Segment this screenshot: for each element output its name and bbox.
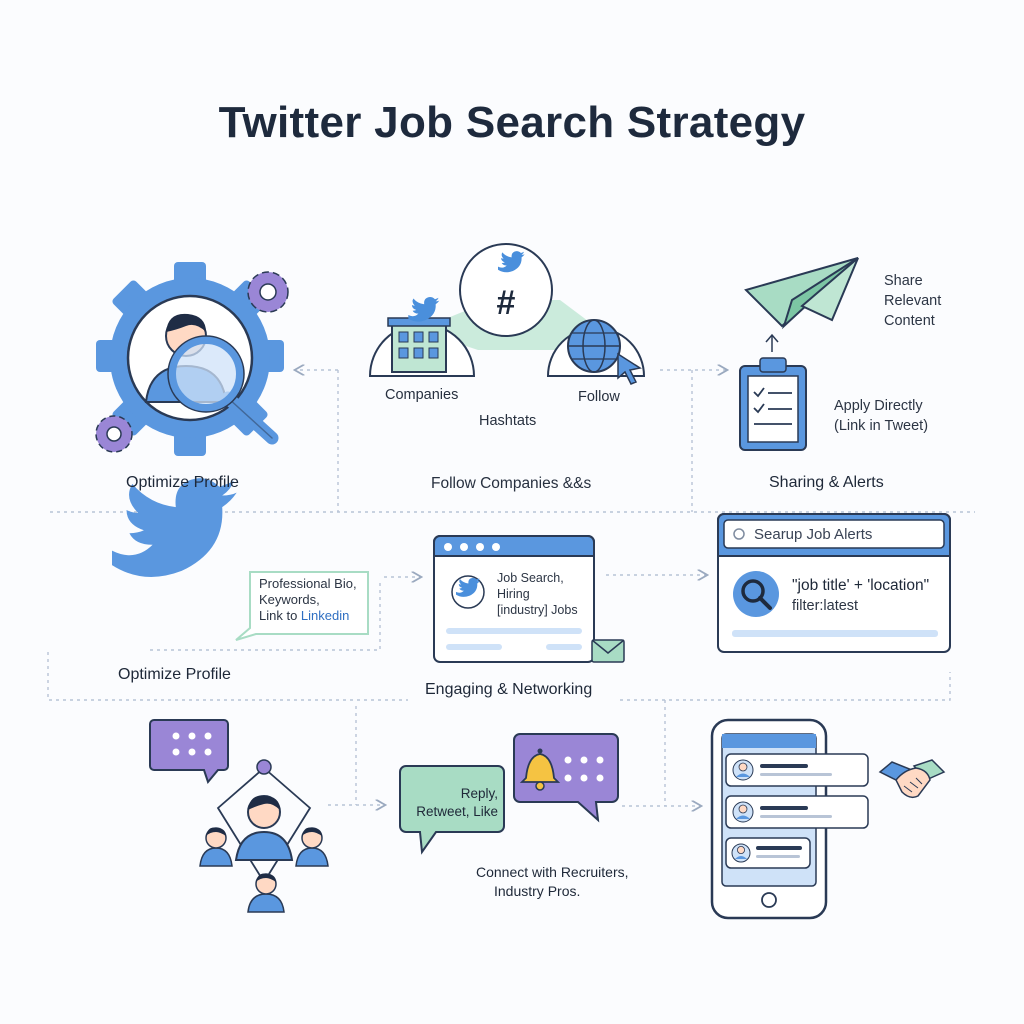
paper-plane-icon <box>744 257 859 330</box>
linkedin-link[interactable]: Linkedin <box>300 608 350 623</box>
search-line: Job Search, <box>497 571 564 585</box>
twitter-bird-icon <box>498 251 525 273</box>
companies-circle <box>368 297 476 377</box>
person-icon-right <box>295 827 329 867</box>
bell-icon <box>519 748 561 791</box>
search-line: [industry] Jobs <box>497 603 578 617</box>
follow-section-label: Follow Companies &&s <box>431 475 592 492</box>
share-label-line: Share <box>884 273 923 289</box>
search-window <box>433 535 595 663</box>
twitter-bird-icon <box>408 297 440 322</box>
small-gear-icon-2 <box>95 415 133 453</box>
reply-bubble-text: Reply, Retweet, Like <box>406 785 498 821</box>
person-icon-bottom <box>247 873 285 913</box>
apply-label-line: Apply Directly <box>834 398 923 414</box>
connect-line: Connect with Recruiters, <box>476 864 629 880</box>
follow-circle <box>546 319 646 385</box>
cursor-icon <box>617 352 642 385</box>
apply-label-line: (Link in Tweet) <box>834 418 929 434</box>
person-icon-left <box>199 827 233 867</box>
profile-card-2 <box>725 795 869 829</box>
search-window-text: Job Search, Hiring [industry] Jobs <box>497 570 578 618</box>
reply-line: Reply, <box>460 786 498 801</box>
building-icon <box>387 317 451 373</box>
alert-bubble <box>513 733 619 823</box>
search-line: Hiring <box>497 587 530 601</box>
twitter-bird-icon <box>112 478 237 577</box>
twitter-bird-icon <box>456 577 481 597</box>
divider-line-right <box>620 672 951 701</box>
alert-query-line: "job title' + 'location" <box>792 577 930 594</box>
share-label-line: Content <box>884 313 935 329</box>
profile-card-1 <box>725 753 869 787</box>
profile-card-3 <box>725 837 811 869</box>
hashtag-icon: # <box>497 284 516 322</box>
envelope-icon <box>591 639 625 663</box>
divider-line-left <box>47 652 408 701</box>
optimize-profile-label-2: Optimize Profile <box>118 666 231 683</box>
magnifier-icon <box>167 335 279 445</box>
bio-callout <box>235 571 369 641</box>
person-icon <box>234 795 294 861</box>
connect-label: Connect with Recruiters, Industry Pros. <box>476 863 629 901</box>
search-icon <box>733 528 745 540</box>
job-alerts-search-input[interactable]: Searup Job Alerts <box>754 526 873 543</box>
hashtags-label: Hashtats <box>479 413 537 429</box>
globe-icon <box>567 319 621 373</box>
hashtag-circle: # <box>459 243 553 337</box>
sharing-alerts-label: Sharing & Alerts <box>769 474 884 491</box>
reply-bubble <box>399 765 505 855</box>
apply-directly-label: Apply Directly (Link in Tweet) <box>834 396 928 436</box>
connect-line: Industry Pros. <box>494 883 581 899</box>
bio-line: Link to <box>259 608 301 623</box>
bio-line: Keywords, <box>259 592 320 607</box>
handshake-icon <box>878 759 946 799</box>
chat-bubble-icon <box>149 719 229 785</box>
clipboard-icon <box>739 357 807 451</box>
companies-label: Companies <box>385 387 459 403</box>
follow-label: Follow <box>578 389 620 405</box>
bio-line: Professional Bio, <box>259 576 357 591</box>
up-arrow <box>765 333 779 352</box>
share-label-line: Relevant <box>884 293 942 309</box>
alerts-window <box>717 513 951 653</box>
search-icon <box>733 571 779 617</box>
page-title: Twitter Job Search Strategy <box>218 98 806 147</box>
alert-filter-line: filter:latest <box>792 598 859 614</box>
bio-text: Professional Bio, Keywords, Link to Link… <box>259 576 357 624</box>
optimize-profile-label: Optimize Profile <box>126 474 239 491</box>
share-content-label: Share Relevant Content <box>884 271 941 331</box>
small-gear-icon <box>247 271 289 313</box>
reply-line: Retweet, Like <box>416 804 498 819</box>
engaging-networking-label: Engaging & Networking <box>425 681 593 698</box>
